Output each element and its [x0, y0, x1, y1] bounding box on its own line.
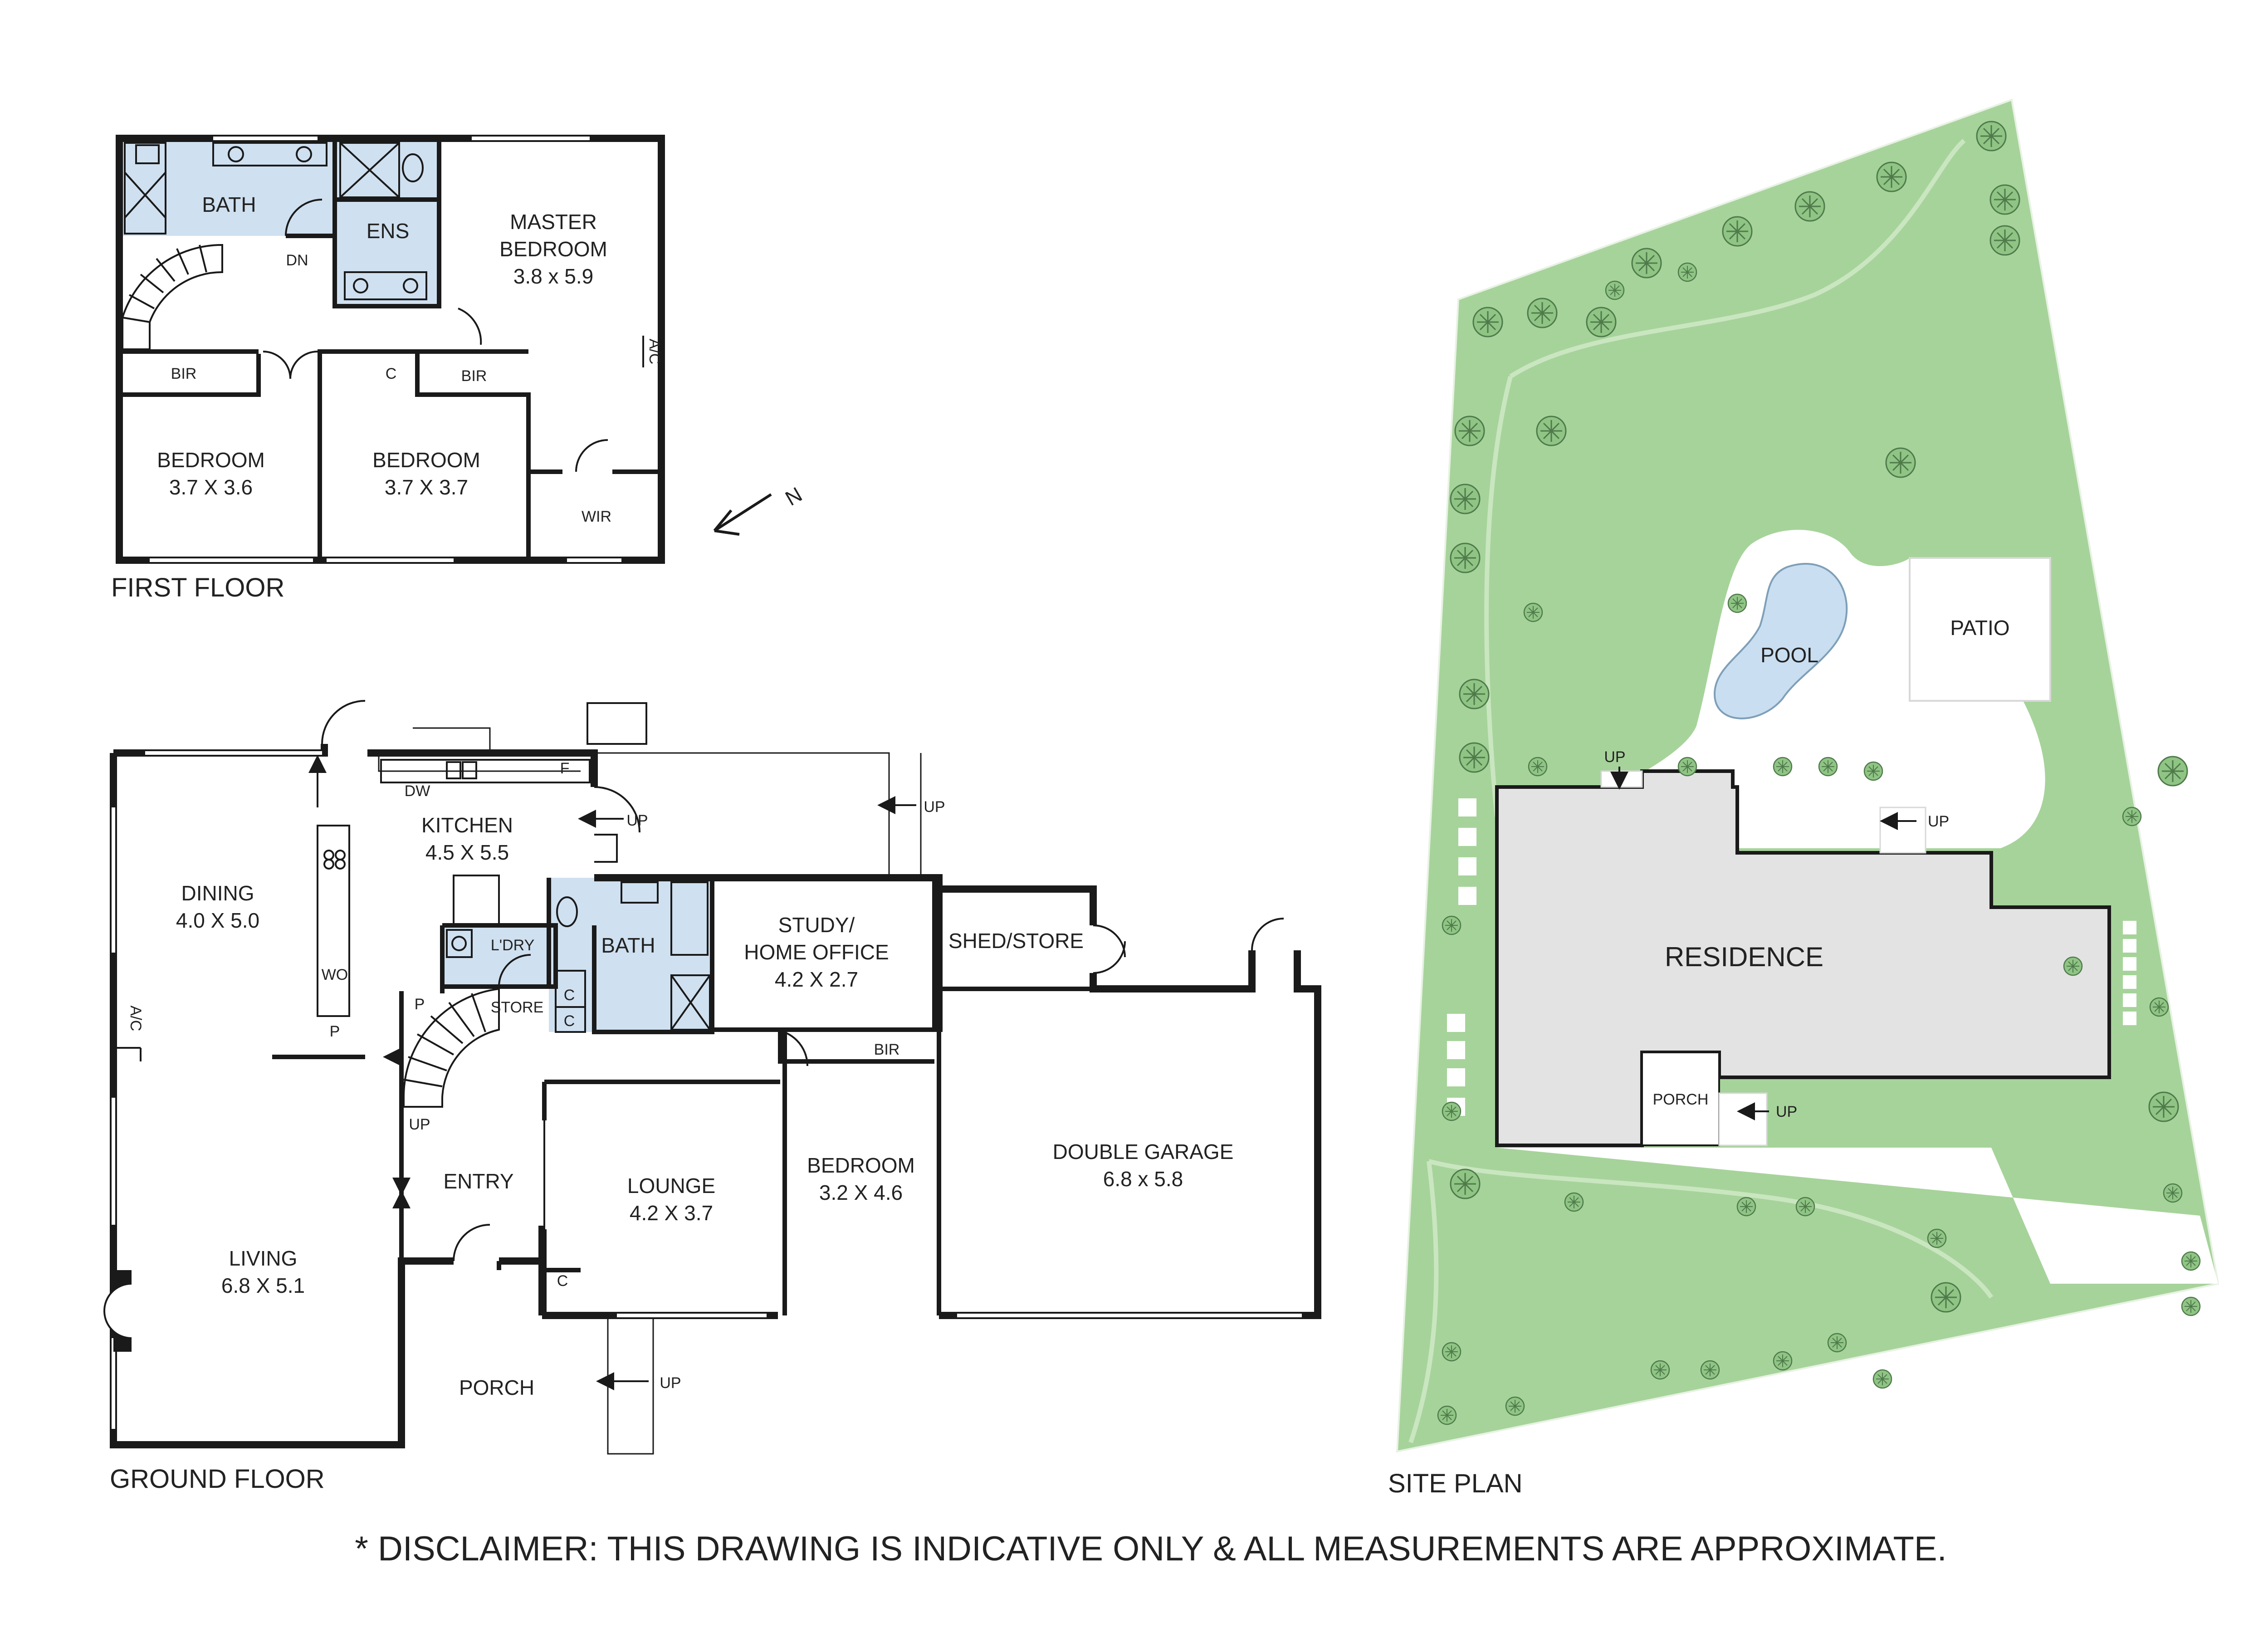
ff-ac-label: A/C	[646, 339, 663, 365]
patio-shape	[1909, 557, 2051, 702]
gf-study-dims: 4.2 X 2.7	[775, 968, 858, 991]
ff-bedroom-mid-label: BEDROOM	[372, 448, 480, 472]
gf-kitchen-label: KITCHEN	[421, 813, 513, 837]
ff-bedroom-mid-dims: 3.7 X 3.7	[385, 475, 468, 499]
site-path-lines	[1408, 139, 1994, 1443]
ff-c-label: C	[386, 365, 397, 382]
gf-outer-walls	[110, 744, 1321, 1448]
site-porch-label: PORCH	[1653, 1091, 1709, 1108]
disclaimer-text: * DISCLAIMER: THIS DRAWING IS INDICATIVE…	[355, 1530, 1946, 1568]
gf-bedroom-dims: 3.2 X 4.6	[819, 1181, 903, 1204]
ff-master-bedroom-label-2: BEDROOM	[499, 237, 607, 261]
site-up-arrows	[1610, 767, 1916, 1120]
site-patio-label: PATIO	[1950, 616, 2009, 640]
ff-ens-area	[335, 138, 439, 306]
ff-master-bedroom-label: MASTER	[510, 210, 597, 234]
gf-kitchen-dims: 4.5 X 5.5	[425, 841, 509, 864]
gf-lounge-dims: 4.2 X 3.7	[630, 1201, 713, 1225]
gf-up-right-label: UP	[924, 798, 945, 816]
site-step-right	[1879, 807, 1926, 854]
gf-up-kitchen-label: UP	[626, 812, 648, 829]
gf-shed-label: SHED/STORE	[948, 929, 1084, 953]
gf-up-porch-label: UP	[660, 1374, 681, 1392]
gf-ac-marker	[113, 1047, 142, 1061]
ground-floor-plan: KITCHEN 4.5 X 5.5 DW F UP UP DINING 4.0 …	[103, 700, 1321, 1494]
gf-porch-label: PORCH	[459, 1376, 534, 1399]
ff-interior-walls	[119, 138, 661, 560]
gf-garage-label: DOUBLE GARAGE	[1053, 1140, 1234, 1164]
ff-master-bedroom-dims: 3.8 x 5.9	[513, 264, 593, 288]
site-up-label-1: UP	[1604, 748, 1625, 766]
gf-c3-label: C	[557, 1272, 568, 1290]
ff-ens-label: ENS	[367, 219, 410, 243]
pool-shape	[1713, 563, 1848, 719]
ground-floor-caption: GROUND FLOOR	[110, 1464, 325, 1494]
site-porch-shape	[1641, 1051, 1720, 1146]
gf-store-label: STORE	[491, 999, 544, 1016]
gf-up-arrows	[308, 755, 916, 1390]
site-pool-label: POOL	[1760, 643, 1818, 667]
gf-fixtures	[317, 700, 1284, 1261]
ff-bir-right-label: BIR	[461, 367, 487, 385]
gf-dw-label: DW	[405, 782, 430, 800]
first-floor-caption: FIRST FLOOR	[111, 573, 284, 602]
site-up-label-3: UP	[1776, 1103, 1797, 1120]
site-up-label-2: UP	[1928, 813, 1949, 830]
gf-fireplace-hearth	[103, 1283, 132, 1339]
gf-dining-label: DINING	[181, 881, 254, 905]
ff-bedroom-left-label: BEDROOM	[157, 448, 265, 472]
gf-c1-label: C	[564, 987, 575, 1004]
gf-lounge-label: LOUNGE	[627, 1174, 715, 1198]
site-stepping-stones	[1447, 798, 2136, 1116]
gf-p2-label: P	[415, 996, 425, 1013]
gf-entry-label: ENTRY	[443, 1169, 513, 1193]
site-step-top	[1600, 770, 1643, 788]
gf-bath-label: BATH	[601, 934, 655, 957]
first-floor-plan: BATH ENS MASTER BEDROOM 3.8 x 5.9 DN A/C…	[111, 135, 806, 602]
gf-wo-label: WO	[322, 966, 348, 983]
gf-ldry-label: L'DRY	[491, 937, 535, 954]
gf-p1-label: P	[330, 1023, 340, 1040]
gf-c2-label: C	[564, 1012, 575, 1030]
site-residence-label: RESIDENCE	[1665, 942, 1823, 972]
ff-fixtures	[124, 142, 608, 472]
gf-study-label: STUDY/	[778, 913, 855, 937]
gf-ldry-area	[442, 925, 556, 987]
gf-dining-dims: 4.0 X 5.0	[176, 909, 259, 932]
ff-bath-area	[119, 138, 335, 236]
ff-curved-stair	[122, 244, 223, 350]
gf-bir-label: BIR	[874, 1041, 900, 1058]
gf-f-label: F	[560, 760, 570, 777]
site-step-left	[1718, 1092, 1768, 1146]
ff-dn-label: DN	[286, 252, 308, 269]
north-letter: N	[781, 482, 806, 510]
gf-study-label-2: HOME OFFICE	[744, 940, 889, 964]
ff-bedroom-left-dims: 3.7 X 3.6	[169, 475, 253, 499]
ff-wir-label: WIR	[582, 508, 611, 525]
ff-bath-label: BATH	[202, 193, 256, 216]
gf-ac-label: A/C	[127, 1006, 144, 1032]
site-plan: POOL PATIO RESIDENCE PORCH UP UP UP SITE…	[1388, 98, 2219, 1498]
north-compass-icon: N	[713, 482, 806, 536]
gf-bedroom-label: BEDROOM	[807, 1154, 915, 1177]
gf-garage-dims: 6.8 x 5.8	[1103, 1167, 1183, 1191]
ff-windows	[150, 137, 621, 562]
site-lower-paved	[1497, 1148, 2218, 1284]
gf-living-label: LIVING	[229, 1247, 298, 1270]
gf-living-dims: 6.8 X 5.1	[221, 1274, 305, 1297]
gf-curved-stair	[402, 988, 500, 1108]
gf-windows	[112, 751, 1302, 1445]
gf-up-stair-label: UP	[409, 1116, 430, 1133]
site-plan-caption: SITE PLAN	[1388, 1469, 1523, 1498]
ff-bir-left-label: BIR	[171, 365, 197, 382]
gf-external-lines	[378, 727, 922, 1455]
